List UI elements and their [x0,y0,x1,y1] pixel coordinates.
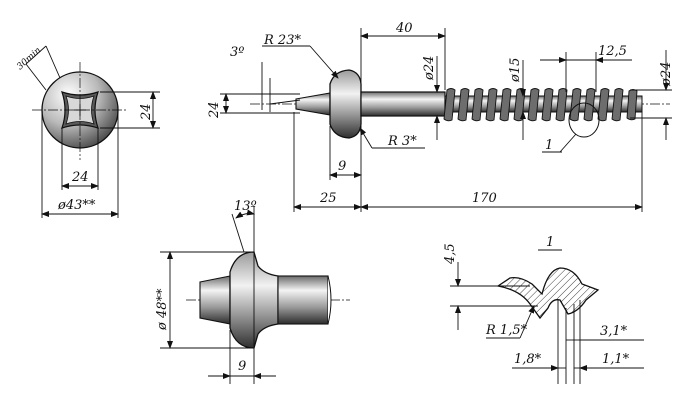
plain-shank [360,91,446,117]
total-170-label: 170 [472,191,497,206]
detail-4-5-label: 4,5 [443,243,458,265]
detail-3-1-label: 3,1* [600,324,628,339]
detail-title-label: 1 [546,235,554,250]
dome-head [329,69,362,139]
detail-1-circle [568,102,600,138]
radius-23-label: R 23* [263,33,301,48]
head-shank-9-label: 9 [338,159,346,174]
top-socket-width-label: 24 [71,170,89,185]
thread-profile-section [496,267,600,320]
angle-13-label: 13º [234,199,257,214]
head-len-25-label: 25 [319,191,337,206]
detail-1-1-label: 1,1* [602,352,630,367]
alt-drive-cone [199,275,231,325]
head-top-view: 30min 24 24 ø43** [15,45,160,218]
top-head-height-label: 24 [139,103,154,121]
alt-head-9-label: 9 [238,359,246,374]
thread-crests [443,88,638,122]
drive-cone [295,92,331,116]
thread-root-15-label: ø15 [508,58,523,83]
alt-head-dia-label: ø 48** [155,288,170,331]
alt-shank [277,275,329,325]
pitch-12-5-label: 12,5 [598,44,627,59]
shank-dia-24-label: ø24 [422,56,437,81]
thread-dia-24-label: ø24 [659,62,674,87]
detail-1-8-label: 1,8* [514,352,542,367]
top-head-diameter-label: ø43** [57,198,96,213]
radius-3-label: R 3* [387,134,417,149]
detail-1-view: 1 4,5 R 1,5* 3,1* 1,8* 1,1* [443,235,644,384]
detail-r15-label: R 1,5* [485,323,528,338]
angle-3-label: 3º [230,45,244,60]
alt-head-view: 13º ø 48** 9 [155,199,350,384]
shank-40-label: 40 [395,21,413,36]
callout-1-label: 1 [545,138,553,153]
screw-side-view: 1 3º R 23* 24 R 3* 9 25 170 [207,21,674,212]
side-head-height-label: 24 [207,101,222,119]
